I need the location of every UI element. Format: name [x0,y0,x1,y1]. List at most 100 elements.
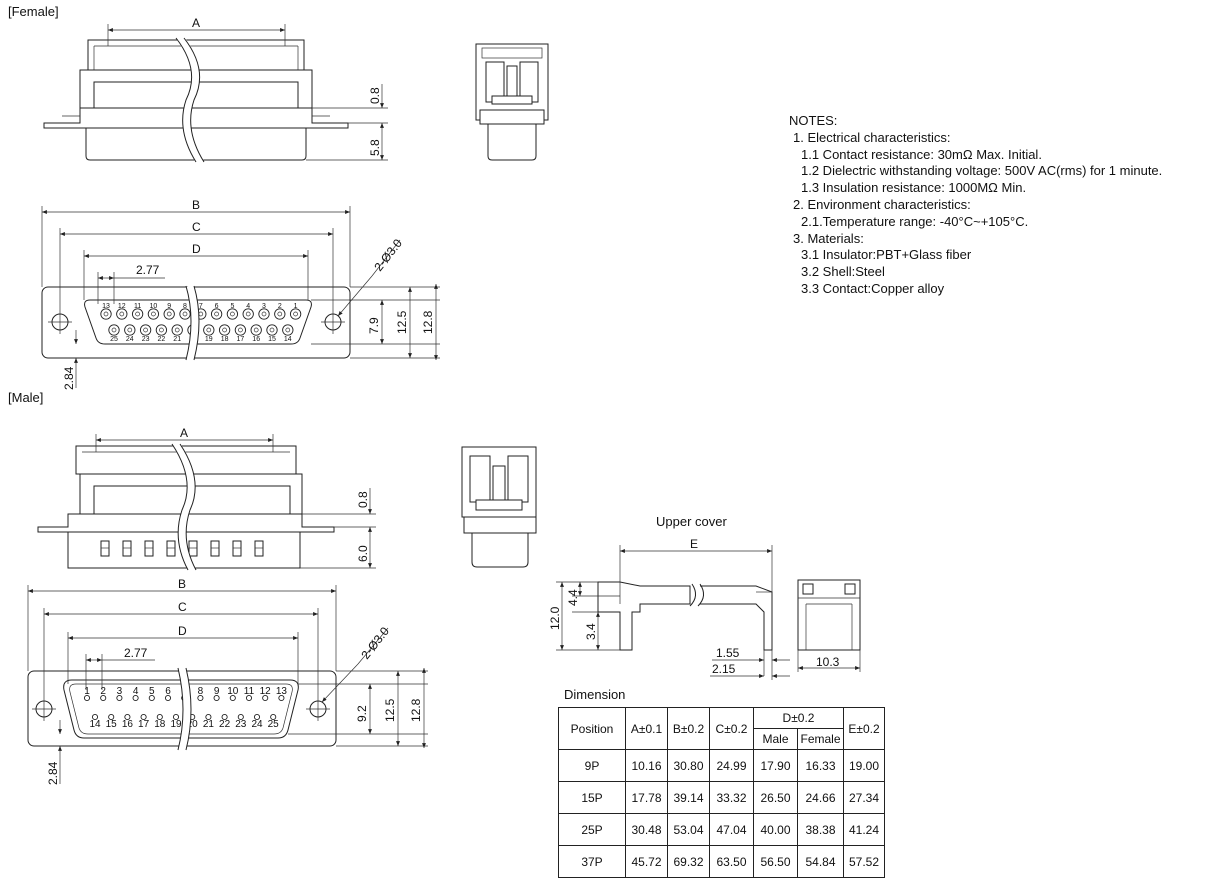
pin-number: 25 [268,719,280,730]
table-cell: 30.48 [625,813,668,846]
pin-contact [171,324,183,336]
pin-contact [289,308,302,320]
male-dim-12-5: 12.5 [383,698,397,722]
table-cell: 17.90 [753,749,798,782]
pin-number: 18 [154,719,166,730]
table-cell: 56.50 [753,845,798,878]
pin-contact-inner [285,327,291,333]
male-dim-2-84: 2.84 [46,761,60,785]
pin-number: 25 [110,336,118,343]
pin-contact [221,713,228,721]
pin-number: 19 [205,336,213,343]
pin-contact [262,694,269,702]
table-cell: 41.24 [843,813,885,846]
pin-number: 16 [122,719,134,730]
pin-number: 13 [276,686,288,697]
note-line: 1.3 Insulation resistance: 1000MΩ Min. [801,180,1027,196]
pin-number: 21 [173,336,181,343]
pin-contact [100,308,112,320]
female-dim-hole: 2-Ø3.0 [371,236,405,274]
pin-number: 5 [230,303,234,310]
note-line: 3.2 Shell:Steel [801,264,885,280]
pin-number: 3 [262,303,266,310]
male-dim-a: A [180,426,188,440]
table-cell: 47.04 [709,813,754,846]
pin-number: 3 [117,686,123,697]
female-dim-pitch: 2.77 [136,263,160,277]
pin-contact-inner [277,311,283,317]
header-female: Female [797,728,844,750]
pin-contact [155,324,168,336]
pin-number: 20 [187,719,199,730]
table-cell: 38.38 [797,813,844,846]
pin-contact [116,694,123,702]
pin-contact [116,308,128,320]
male-dim-12-8: 12.8 [409,698,423,722]
pin-number: 8 [183,303,187,310]
table-cell: 24.66 [797,781,844,814]
pin-contact-inner [174,327,180,333]
female-dim-12-8: 12.8 [421,310,435,334]
pin-contact [210,308,223,320]
dimension-title: Dimension [564,687,626,702]
upper-cover-end-view: 10.3 [797,579,861,672]
shell-pin-window [166,540,176,557]
female-dim-a: A [192,16,200,30]
female-side-view: A 0.8 5.8 [43,16,388,165]
pin-number: 11 [244,686,255,697]
header-e: E±0.2 [843,707,885,750]
pin-number: 1 [294,303,298,310]
pin-contact [108,713,115,721]
table-cell: 16.33 [797,749,844,782]
pin-contact-inner [206,327,212,333]
pin-contact [203,324,215,336]
pin-contact [197,694,204,702]
cover-dim-2-15: 2.15 [712,662,736,676]
pin-contact [164,694,172,702]
note-line: 1. Electrical characteristics: [793,129,951,145]
pin-contact [234,324,247,336]
cover-dim-3-4: 3.4 [584,623,598,640]
female-dim-5-8: 5.8 [368,139,382,156]
table-cell: 19.00 [843,749,885,782]
pin-contact [147,308,160,320]
note-line: 2. Environment characteristics: [793,196,971,212]
pin-contact-inner [261,311,267,317]
header-male: Male [753,728,798,750]
pin-contact-inner [127,327,133,333]
pin-contact [213,694,220,702]
table-cell: 54.84 [797,845,844,878]
female-dim-0-8: 0.8 [368,87,382,104]
pin-number: 15 [268,336,276,343]
pin-number: 14 [89,719,101,730]
pin-number: 5 [149,686,155,697]
table-cell: 33.32 [709,781,754,814]
pin-number: 23 [142,336,150,343]
pin-number: 1 [84,686,90,697]
note-line: 1.2 Dielectric withstanding voltage: 500… [801,163,1163,179]
header-b: B±0.2 [667,707,710,750]
cover-dim-4-4: 4.4 [566,589,580,606]
pin-contact-inner [103,311,109,317]
header-position: Position [558,707,626,750]
pin-number: 12 [118,303,126,310]
pin-contact [100,694,107,702]
table-cell: 9P [558,749,626,782]
note-line: 3.1 Insulator:PBT+Glass fiber [801,247,972,263]
female-dim-b: B [192,198,200,212]
pin-number: 22 [158,336,166,343]
female-dim-2-84: 2.84 [62,366,76,390]
pin-contact [274,308,286,320]
pin-number: 24 [251,719,263,730]
header-c: C±0.2 [709,707,754,750]
female-dim-12-5: 12.5 [395,310,409,334]
shell-pin-window [122,540,132,557]
table-cell: 40.00 [753,813,798,846]
pin-number: 15 [106,719,118,730]
